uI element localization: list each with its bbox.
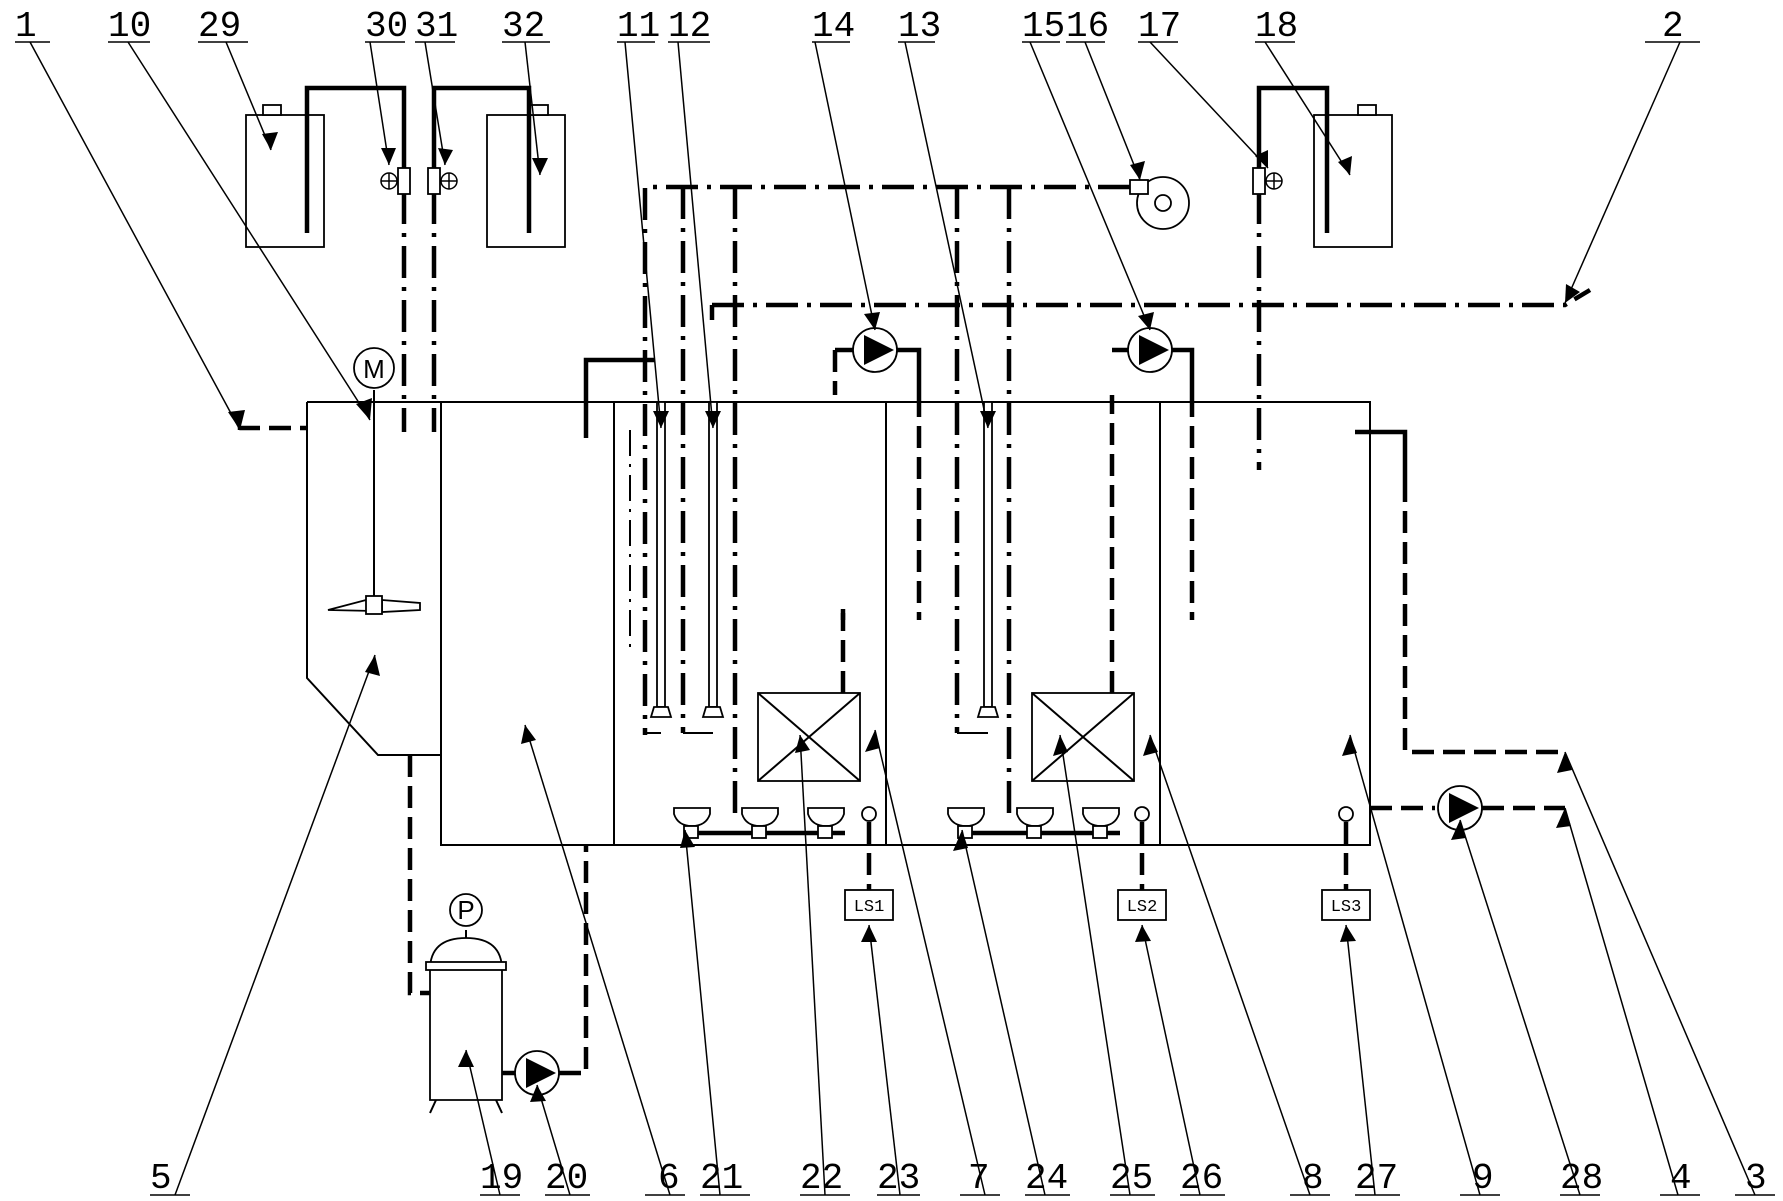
label-11: 11 bbox=[617, 6, 660, 47]
label-8: 8 bbox=[1302, 1158, 1324, 1199]
leader-lines bbox=[15, 41, 1775, 1196]
level-sensors bbox=[844, 806, 1371, 921]
level-sensor-ls1: LS1 bbox=[854, 898, 885, 917]
label-27: 27 bbox=[1355, 1158, 1398, 1199]
tank-32 bbox=[486, 114, 566, 248]
pump-15 bbox=[1109, 327, 1195, 693]
label-16: 16 bbox=[1066, 6, 1109, 47]
main-tank bbox=[306, 401, 1371, 846]
air-lines bbox=[629, 184, 1130, 820]
effluent-lines bbox=[1355, 429, 1565, 831]
label-2: 2 bbox=[1662, 6, 1684, 47]
inlet-line bbox=[237, 425, 307, 431]
gauge-letter: P bbox=[457, 895, 474, 925]
label-32: 32 bbox=[502, 6, 545, 47]
label-13: 13 bbox=[898, 6, 941, 47]
label-10: 10 bbox=[108, 6, 151, 47]
label-24: 24 bbox=[1025, 1158, 1068, 1199]
level-sensor-ls2: LS2 bbox=[1127, 898, 1158, 917]
label-29: 29 bbox=[198, 6, 241, 47]
label-17: 17 bbox=[1138, 6, 1181, 47]
label-14: 14 bbox=[812, 6, 855, 47]
diffusers-21 bbox=[673, 807, 845, 839]
sludge-filter bbox=[407, 755, 589, 1114]
label-3: 3 bbox=[1745, 1158, 1767, 1199]
header-line-2 bbox=[583, 288, 1592, 438]
label-4: 4 bbox=[1670, 1158, 1692, 1199]
label-22: 22 bbox=[800, 1158, 843, 1199]
arrowheads bbox=[228, 132, 1580, 1102]
label-6: 6 bbox=[658, 1158, 680, 1199]
label-15: 15 bbox=[1022, 6, 1065, 47]
label-5: 5 bbox=[150, 1158, 172, 1199]
label-21: 21 bbox=[700, 1158, 743, 1199]
motor-letter: M bbox=[363, 354, 385, 384]
agitator bbox=[327, 347, 421, 615]
blower-16 bbox=[1129, 176, 1190, 230]
label-25: 25 bbox=[1110, 1158, 1153, 1199]
number-labels-bottom: 5 19 20 6 21 22 23 7 24 25 26 8 27 9 28 … bbox=[150, 1158, 1767, 1199]
level-sensor-ls3: LS3 bbox=[1331, 898, 1362, 917]
label-12: 12 bbox=[668, 6, 711, 47]
label-31: 31 bbox=[415, 6, 458, 47]
number-labels-top: 1 10 29 30 31 32 11 12 14 13 15 16 17 18… bbox=[15, 6, 1684, 47]
label-30: 30 bbox=[365, 6, 408, 47]
inner-pipes bbox=[642, 401, 1000, 735]
label-9: 9 bbox=[1472, 1158, 1494, 1199]
label-19: 19 bbox=[480, 1158, 523, 1199]
membrane-modules bbox=[757, 692, 1135, 782]
label-23: 23 bbox=[877, 1158, 920, 1199]
pump-14 bbox=[832, 327, 922, 693]
label-28: 28 bbox=[1560, 1158, 1603, 1199]
label-7: 7 bbox=[968, 1158, 990, 1199]
diffusers-24 bbox=[947, 807, 1120, 839]
dosing-lines bbox=[304, 85, 1330, 470]
motor-symbol bbox=[353, 347, 395, 389]
label-1: 1 bbox=[15, 6, 37, 47]
tank-29 bbox=[245, 114, 325, 248]
chemical-tanks bbox=[245, 104, 1393, 248]
label-20: 20 bbox=[545, 1158, 588, 1199]
label-26: 26 bbox=[1180, 1158, 1223, 1199]
label-18: 18 bbox=[1255, 6, 1298, 47]
